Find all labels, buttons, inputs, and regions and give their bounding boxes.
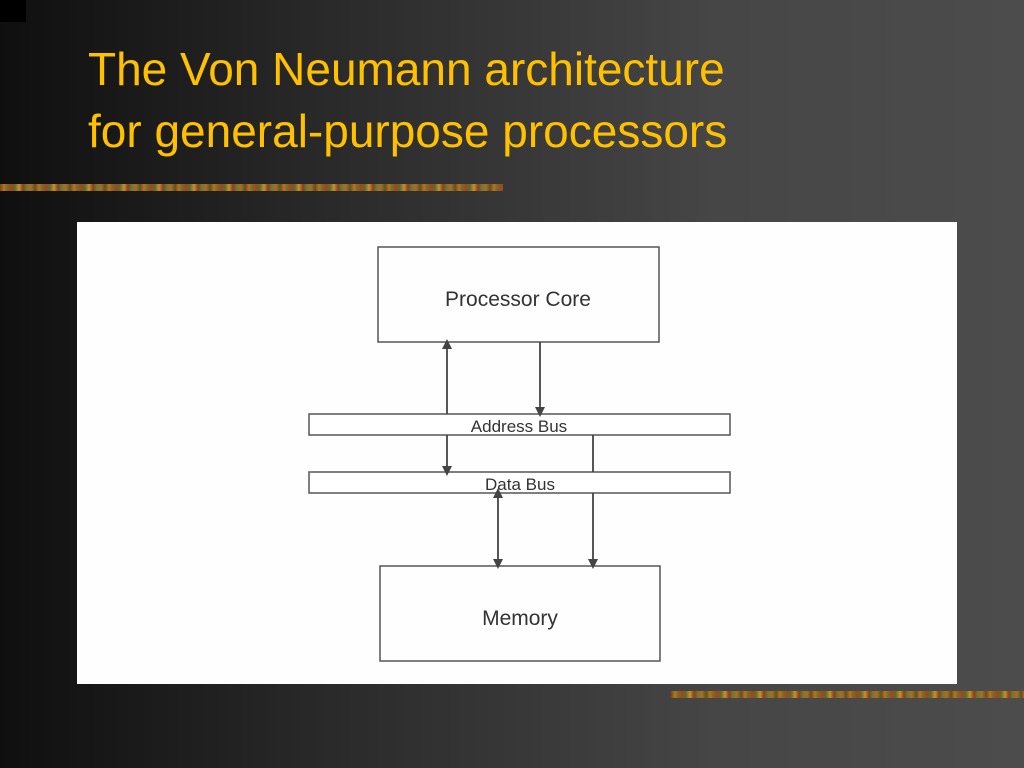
architecture-diagram-panel: Processor Core Address Bus Data Bus Memo… <box>77 222 957 684</box>
decorative-divider-top <box>0 184 503 191</box>
address-bus-label: Address Bus <box>471 417 567 436</box>
corner-mark <box>0 0 26 22</box>
address-bus: Address Bus <box>308 413 731 436</box>
decorative-divider-bottom <box>671 691 1024 698</box>
data-bus-label: Data Bus <box>485 475 555 494</box>
memory-label: Memory <box>482 607 558 630</box>
memory-box: Memory <box>379 565 661 662</box>
processor-core-box: Processor Core <box>377 246 660 343</box>
processor-core-label: Processor Core <box>445 288 591 311</box>
architecture-diagram: Processor Core Address Bus Data Bus Memo… <box>308 246 731 662</box>
title-line-1: The Von Neumann architecture <box>88 43 725 95</box>
title-line-2: for general-purpose processors <box>88 105 728 157</box>
slide-title: The Von Neumann architecture for general… <box>88 38 727 162</box>
data-bus: Data Bus <box>308 471 731 494</box>
